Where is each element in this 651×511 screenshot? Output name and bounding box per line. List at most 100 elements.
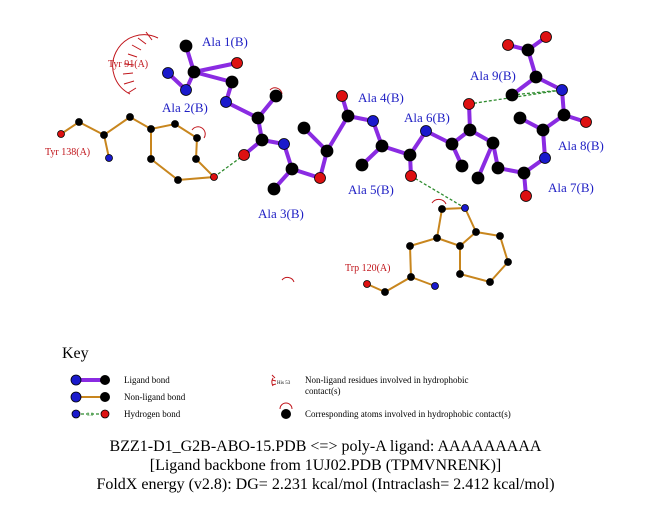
carbon-atom (320, 144, 334, 158)
legend-carbon-atom (100, 375, 110, 385)
residue-label-trp120: Trp 120(A) (345, 263, 390, 274)
caption-line-3: FoldX energy (v2.8): DG= 2.231 kcal/mol … (96, 476, 555, 493)
carbon-atom (505, 88, 519, 102)
carbon-atom (557, 108, 571, 122)
hydrophobic-mark (269, 87, 283, 95)
oxygen-atom (336, 90, 348, 102)
oxygen-atom (405, 170, 417, 182)
carbon-atom (471, 171, 485, 185)
carbon-atom (285, 162, 299, 176)
hydrophobic-mark (191, 126, 206, 139)
ligand-label-ala6: Ala 6(B) (404, 110, 450, 125)
ligand-label-ala3: Ala 3(B) (258, 206, 304, 221)
carbon-atom (126, 113, 134, 121)
legend-nitrogen-atom (70, 374, 82, 386)
carbon-atom (187, 65, 201, 79)
carbon-atom (486, 278, 494, 286)
oxygen-atom (502, 39, 514, 51)
ligand-label-ala8: Ala 8(B) (558, 138, 604, 153)
caption-line-1: BZZ1-D1_G2B-ABO-15.PDB <=> poly-A ligand… (109, 438, 542, 455)
carbon-atom (536, 123, 550, 137)
ligand-label-ala7: Ala 7(B) (548, 180, 594, 195)
nitrogen-atom (420, 125, 432, 137)
hydrophobic-arcs (112, 31, 447, 283)
nitrogen-atom (431, 282, 439, 290)
carbon-atom (297, 121, 311, 135)
hydrophobic-mark (281, 276, 295, 283)
nonligand-bond (459, 231, 510, 284)
ligand-label-ala4: Ala 4(B) (358, 90, 404, 105)
legend-hydrophobic-residues-label-line2: contact(s) (305, 386, 340, 396)
hydrophobic-mark (431, 198, 447, 205)
carbon-atom (381, 288, 389, 296)
residue-label-tyr91: Tyr 91(A) (108, 59, 148, 70)
ligand-label-ala1: Ala 1(B) (202, 34, 248, 49)
caption-line-2: [Ligand backbone from 1UJ02.PDB (TPMVNRE… (149, 457, 502, 474)
legend-hydrophobic-residues-label-line1: Non-ligand residues involved in hydropho… (305, 375, 468, 385)
carbon-atom (455, 159, 469, 173)
atoms (57, 31, 592, 296)
residue-label-tyr138: Tyr 138(A) (45, 147, 90, 158)
hydrophobic-arc-tyr91 (112, 34, 159, 95)
carbon-atom (445, 137, 459, 151)
carbon-atom (171, 120, 179, 128)
carbon-atom (267, 182, 281, 196)
oxygen-atom (463, 98, 475, 110)
residue-labels: Tyr 91(A) Tyr 138(A) Trp 120(A) (45, 59, 390, 274)
carbon-atom (403, 148, 417, 162)
oxygen-atom (314, 172, 326, 184)
trp120-bonds (366, 206, 478, 294)
carbon-atom (513, 111, 527, 125)
carbon-atom (375, 139, 389, 153)
oxygen-atom (57, 130, 65, 138)
oxygen-atom (520, 190, 532, 202)
caption: BZZ1-D1_G2B-ABO-15.PDB <=> poly-A ligand… (0, 437, 651, 494)
nitrogen-atom (162, 67, 174, 79)
carbon-atom (193, 134, 201, 142)
ligand-label-ala2: Ala 2(B) (162, 100, 208, 115)
hydrogen-bond (511, 89, 563, 96)
nonligand-bonds (60, 115, 510, 294)
carbon-atom (456, 270, 464, 278)
legend-nitrogen-atom (71, 409, 81, 419)
ligand-bond (192, 70, 234, 84)
carbon-atom (269, 89, 283, 103)
oxygen-atom (540, 31, 552, 43)
nitrogen-atom (539, 152, 551, 164)
legend-ligand-bond-label: Ligand bond (124, 375, 170, 385)
ligand-bond (192, 61, 239, 74)
interaction-diagram: Ala 1(B) Ala 2(B) Ala 3(B) Ala 4(B) Ala … (45, 31, 604, 419)
carbon-atom (100, 131, 108, 139)
oxygen-atom (210, 173, 218, 181)
ligand-label-ala5: Ala 5(B) (348, 182, 394, 197)
carbon-atom (504, 258, 512, 266)
carbon-atom (463, 123, 477, 137)
legend-hydrophobic-atoms-label: Corresponding atoms involved in hydropho… (305, 409, 511, 419)
legend-oxygen-atom (100, 409, 110, 419)
carbon-atom (174, 176, 182, 184)
oxygen-atom (231, 57, 243, 69)
legend-hbond-distance: 3.0 (87, 413, 94, 418)
nitrogen-atom (220, 96, 232, 108)
carbon-atom (147, 155, 155, 163)
carbon-atom (517, 166, 531, 180)
carbon-atom (179, 39, 193, 53)
ligand-label-ala9: Ala 9(B) (470, 68, 516, 83)
legend: Key Ligand bond Non-ligand bond 3.0 Hydr… (62, 345, 511, 419)
legend-hydrophobic-example: His 53 (277, 381, 291, 386)
nonligand-bond (103, 134, 110, 159)
carbon-atom (407, 273, 415, 281)
carbon-atom (521, 43, 535, 57)
carbon-atom (147, 125, 155, 133)
carbon-atom (355, 158, 369, 172)
nitrogen-atom (105, 154, 113, 162)
carbon-atom (75, 118, 83, 126)
nitrogen-atom (278, 138, 290, 150)
nitrogen-atom (367, 115, 379, 127)
carbon-atom (491, 161, 505, 175)
legend-hydrophobic-atom-arc (279, 402, 293, 410)
carbon-atom (406, 242, 414, 250)
tyr138-bonds (60, 115, 217, 182)
ligand-labels: Ala 1(B) Ala 2(B) Ala 3(B) Ala 4(B) Ala … (162, 34, 604, 221)
carbon-atom (192, 155, 200, 163)
